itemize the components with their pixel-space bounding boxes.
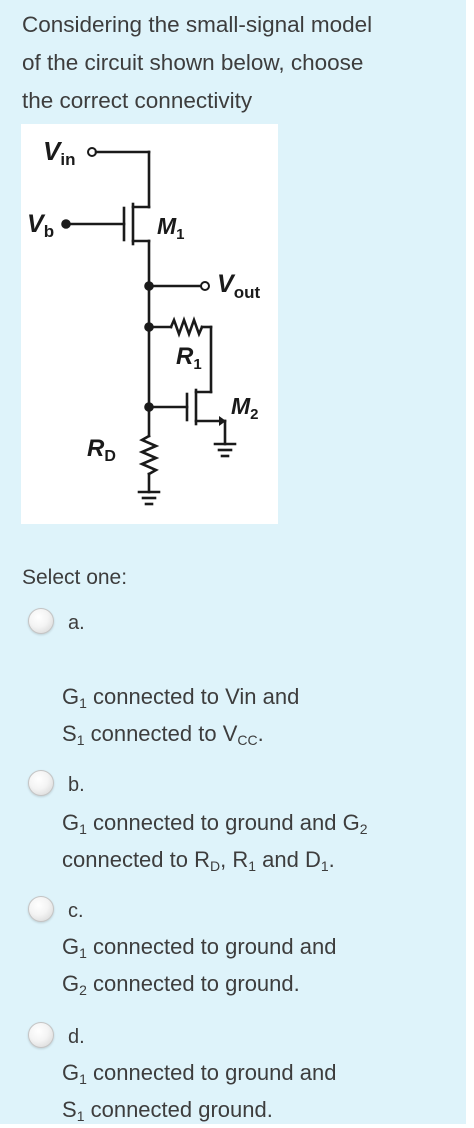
m1-label: M1 <box>157 213 185 243</box>
circuit-diagram: Vin Vb M1 Vout R1 M2 RD <box>21 124 278 524</box>
option-c-text: G1 connected to ground and G2 connected … <box>62 934 337 998</box>
m2-label: M2 <box>231 393 259 423</box>
option-b-text: G1 connected to ground and G2 connected … <box>62 810 368 874</box>
question-line-2: of the circuit shown below, choose <box>22 50 364 75</box>
option-b-radio[interactable] <box>28 770 54 796</box>
r1-resistor <box>169 316 204 338</box>
option-b-letter: b. <box>68 774 85 796</box>
option-d-radio[interactable] <box>28 1022 54 1048</box>
circuit-schematic: Vin Vb M1 Vout R1 M2 RD <box>27 136 260 506</box>
rd-label: RD <box>87 435 116 465</box>
option-a-letter: a. <box>68 612 85 634</box>
option-a-radio[interactable] <box>28 608 54 634</box>
r1-label: R1 <box>176 343 202 373</box>
select-one-label: Select one: <box>22 566 128 589</box>
vout-label: Vout <box>217 270 260 302</box>
question-line-3: the correct connectivity <box>22 88 253 113</box>
vb-label: Vb <box>27 210 54 241</box>
option-d-letter: d. <box>68 1026 85 1048</box>
question-text: Considering the small-signal model of th… <box>22 6 452 120</box>
option-c-letter: c. <box>68 900 84 922</box>
vin-label: Vin <box>43 136 75 169</box>
option-a-text: G1 connected to Vin and S1 connected to … <box>62 684 300 748</box>
rd-resistor <box>138 434 160 476</box>
vb-node <box>61 219 71 229</box>
vout-terminal <box>200 281 210 291</box>
question-line-1: Considering the small-signal model <box>22 12 373 37</box>
option-d-text: G1 connected to ground and S1 connected … <box>62 1060 337 1124</box>
option-c-radio[interactable] <box>28 896 54 922</box>
